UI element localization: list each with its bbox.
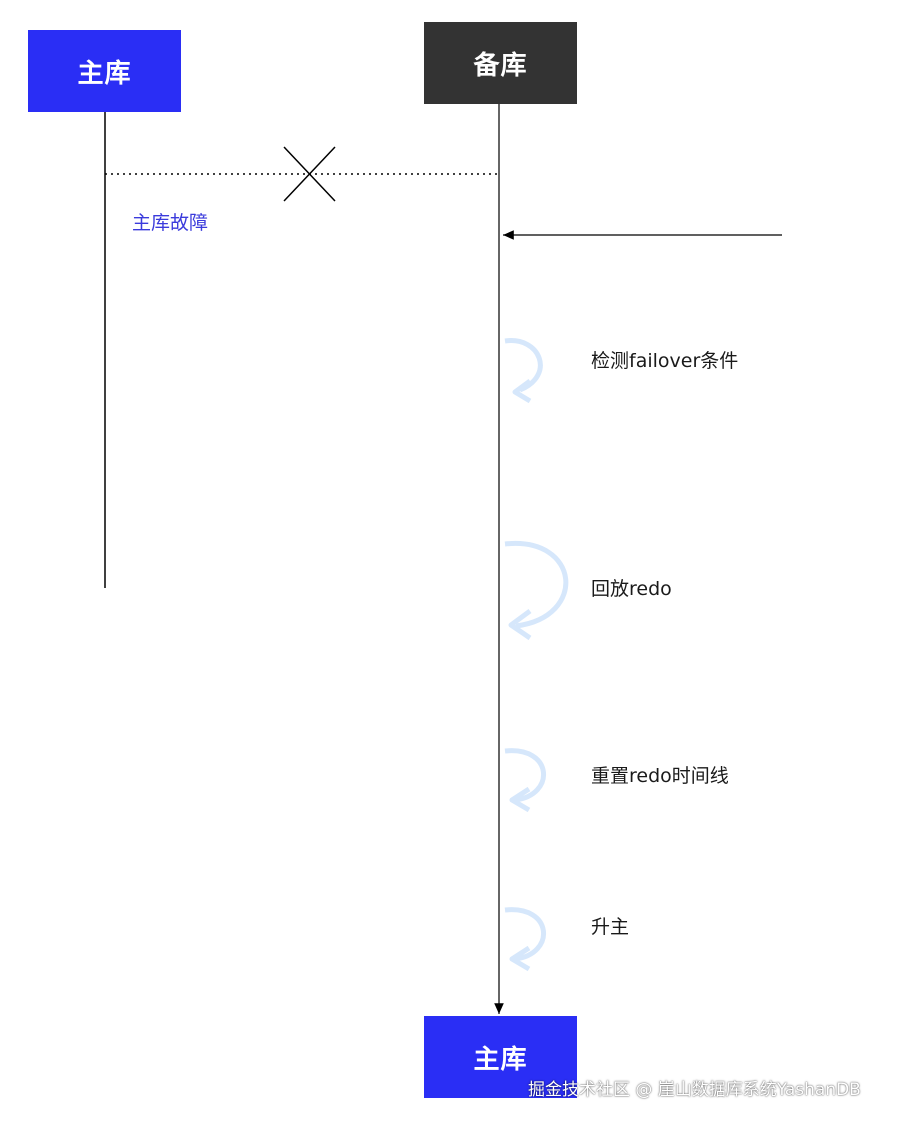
loop-arrow-icon-step1 bbox=[504, 338, 543, 404]
step-label-promote: 升主 bbox=[591, 916, 630, 938]
step-label-replay-redo: 回放redo bbox=[591, 578, 672, 600]
standby-node-box: 备库 bbox=[424, 22, 577, 104]
step-label-detect-failover: 检测failover条件 bbox=[591, 350, 739, 372]
standby-node-label: 备库 bbox=[473, 50, 528, 81]
loop-arrow-icon-step3 bbox=[504, 748, 546, 813]
primary-failure-label: 主库故障 bbox=[132, 212, 209, 234]
primary-node-label: 主库 bbox=[77, 58, 132, 89]
loop-arrow-icon-step4 bbox=[504, 907, 546, 972]
new-primary-node-box: 主库 bbox=[424, 1016, 577, 1098]
step-label-reset-timeline: 重置redo时间线 bbox=[591, 765, 729, 787]
new-primary-node-label: 主库 bbox=[473, 1044, 528, 1075]
loop-arrow-icon-step2 bbox=[504, 541, 569, 641]
watermark: 掘金技术社区 @ 崖山数据库系统YashanDB bbox=[528, 1080, 861, 1100]
primary-node-box: 主库 bbox=[28, 30, 181, 112]
broken-link-cross-icon bbox=[283, 146, 336, 202]
